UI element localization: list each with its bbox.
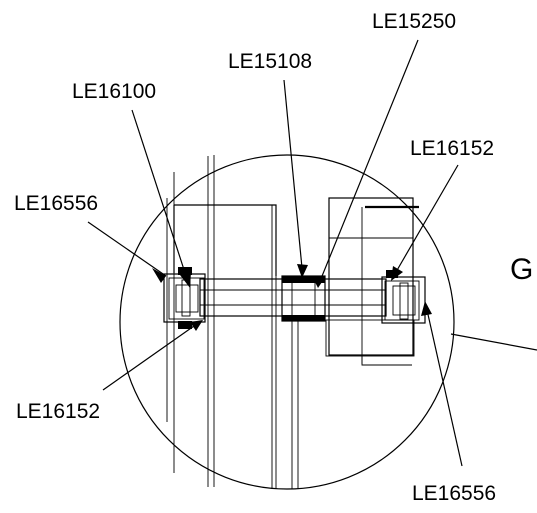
label-le16152-top: LE16152 <box>410 137 494 160</box>
view-letter: G <box>510 253 533 286</box>
leader-lines <box>87 39 463 467</box>
section-line <box>450 333 537 351</box>
left-bearing <box>152 267 206 329</box>
label-le16556-bottom: LE16556 <box>412 482 496 505</box>
shaft <box>199 278 387 317</box>
left-panel <box>173 204 277 276</box>
label-le15250: LE15250 <box>372 10 456 33</box>
label-le16556-top: LE16556 <box>14 192 98 215</box>
label-le16152-bottom: LE16152 <box>16 400 100 423</box>
right-block <box>325 197 419 366</box>
center-bushing <box>281 275 326 322</box>
right-bearing <box>381 270 426 324</box>
label-le15108: LE15108 <box>228 50 312 73</box>
label-le16100: LE16100 <box>72 80 156 103</box>
detail-circle <box>119 154 455 490</box>
